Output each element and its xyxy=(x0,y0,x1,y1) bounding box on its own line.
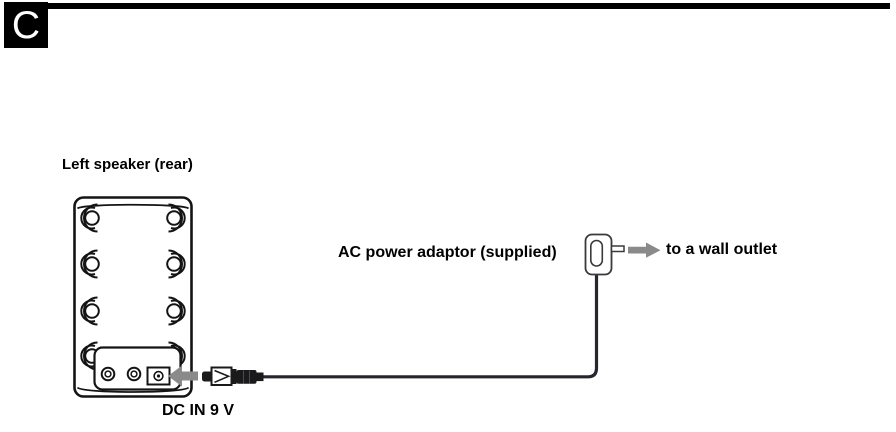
arrow-left-icon xyxy=(168,365,198,387)
arrow-right-icon xyxy=(628,242,661,258)
section-marker: C xyxy=(4,2,48,48)
screw-icon xyxy=(100,366,116,382)
ac-adaptor-label: AC power adaptor (supplied) xyxy=(338,244,557,261)
ac-adaptor xyxy=(584,233,625,276)
bottom-bevel-line xyxy=(76,386,190,393)
top-rule xyxy=(4,3,890,9)
dc-in-jack xyxy=(146,366,171,386)
screw-icon xyxy=(126,366,142,382)
left-speaker-label: Left speaker (rear) xyxy=(62,156,193,173)
speaker-rear-panel xyxy=(73,196,193,398)
dc-plug xyxy=(202,366,264,386)
dc-in-label: DC IN 9 V xyxy=(162,402,235,419)
top-bevel-line xyxy=(76,203,190,210)
adaptor-prong xyxy=(610,245,625,253)
wall-outlet-label: to a wall outlet xyxy=(666,241,778,258)
power-cable xyxy=(262,272,599,379)
